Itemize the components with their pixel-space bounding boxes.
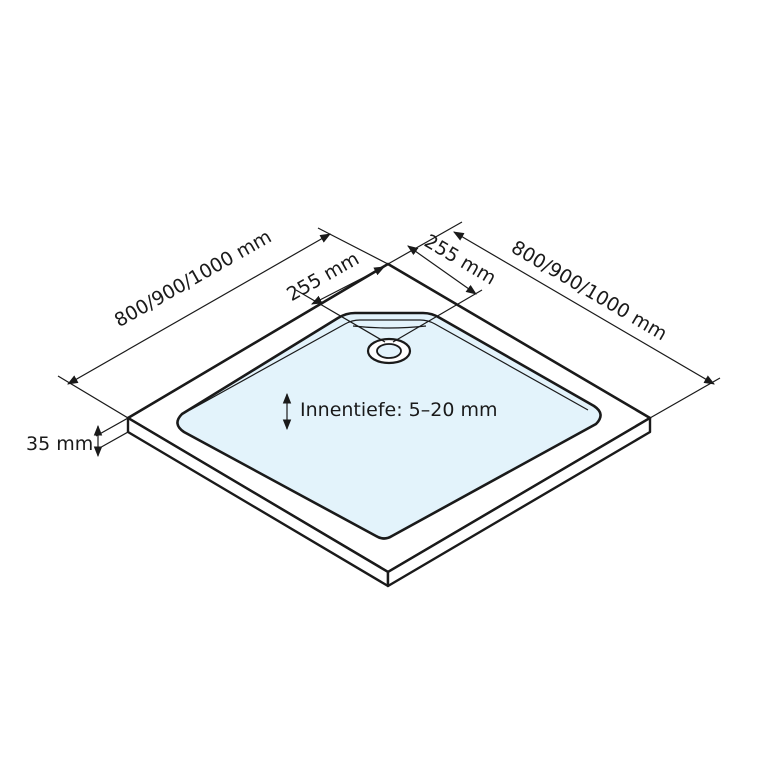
dimension-width-right-label: 800/900/1000 mm [507, 236, 670, 345]
inner-depth-annotation: Innentiefe: 5–20 mm [282, 392, 497, 431]
drain-icon [366, 337, 412, 365]
dimension-drain-right-label: 255 mm [420, 230, 500, 289]
tray-right-side [386, 416, 652, 588]
dimension-height-label: 35 mm [26, 433, 93, 455]
basin-inner-edge [189, 319, 589, 411]
dimension-height: 35 mm [26, 417, 129, 458]
inner-depth-label: Innentiefe: 5–20 mm [300, 399, 497, 421]
